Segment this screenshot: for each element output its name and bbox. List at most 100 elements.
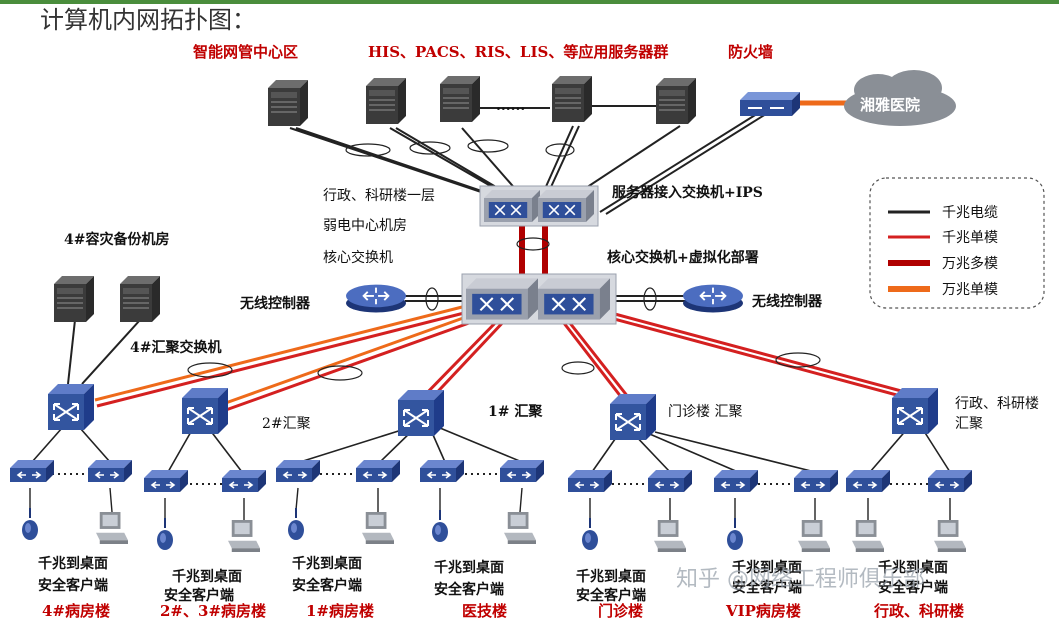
desk-label-line2: 安全客户端 — [164, 587, 234, 604]
server-links — [289, 105, 767, 215]
desk-label-line1: 千兆到桌面 — [434, 559, 504, 576]
wireless-ap-icon — [727, 518, 743, 550]
top-accent-bar — [0, 0, 1059, 4]
desktop-pc-icon — [362, 512, 394, 544]
desk-label-line1: 千兆到桌面 — [576, 568, 646, 585]
desk-label-line2: 安全客户端 — [38, 577, 108, 594]
building-label: 1#病房楼 — [306, 602, 374, 620]
wireless-controller-left-label: 无线控制器 — [239, 295, 311, 312]
endpoint-links — [29, 487, 951, 520]
access-switch — [500, 460, 544, 483]
wireless-ap-icon — [22, 508, 38, 540]
wireless-ap-icon — [157, 518, 173, 550]
access-dots — [52, 473, 928, 485]
core-switch-label: 核心交换机+虚拟化部署 — [607, 249, 759, 266]
app-server-1 — [440, 76, 480, 122]
building-label: 2#、3#病房楼 — [160, 602, 266, 620]
access-switch — [10, 460, 54, 483]
core-building-line3: 核心交换机 — [323, 249, 393, 266]
access-switch — [222, 470, 266, 493]
access-switch — [846, 470, 890, 493]
backup-server-1 — [54, 276, 94, 322]
desk-label-line1: 千兆到桌面 — [38, 555, 108, 572]
desk-label-line1: 千兆到桌面 — [292, 555, 362, 572]
access-switch — [648, 470, 692, 493]
wireless-ap-icon — [288, 508, 304, 540]
agg2-label: 2#汇聚 — [262, 416, 311, 432]
desk-label-line2: 安全客户端 — [576, 587, 646, 604]
desk-label-line1: 千兆到桌面 — [172, 568, 242, 585]
wireless-controller-right-label: 无线控制器 — [751, 293, 823, 310]
firewall-icon — [740, 92, 800, 116]
app-server-2 — [552, 76, 592, 122]
server-switch-label: 服务器接入交换机+IPS — [612, 184, 763, 201]
core-wlc-links — [405, 295, 685, 302]
firewall-label: 防火墙 — [728, 43, 773, 61]
management-server-1 — [268, 80, 308, 126]
agg-outpatient-label: 门诊楼 汇聚 — [668, 404, 742, 420]
legend-item-label: 千兆单模 — [942, 230, 998, 246]
agg1-switch-icon — [398, 390, 444, 436]
desk-label-line2: 安全客户端 — [292, 577, 362, 594]
legend: 千兆电缆 千兆单模 万兆多模 万兆单模 — [869, 177, 1045, 309]
management-zone-label: 智能网管中心区 — [193, 43, 298, 61]
building-label: 行政、科研楼 — [873, 602, 964, 620]
building-label: 门诊楼 — [598, 602, 643, 620]
legend-item-label: 千兆电缆 — [942, 205, 998, 221]
core-building-line2: 弱电中心机房 — [323, 218, 407, 234]
backup-room-label: 4#容灾备份机房 — [64, 231, 169, 248]
agg-admin-label-line1: 行政、科研楼 — [955, 396, 1039, 412]
desktop-pc-icon — [504, 512, 536, 544]
desktop-pc-icon — [228, 520, 260, 552]
server-group-label: HIS、PACS、RIS、LIS、等应用服务器群 — [368, 43, 668, 61]
app-server-3 — [656, 78, 696, 124]
access-switch — [420, 460, 464, 483]
desk-label-line2: 安全客户端 — [732, 579, 802, 596]
cloud-label: 湘雅医院 — [860, 96, 920, 114]
core-switch-icon — [461, 273, 617, 325]
access-switch — [568, 470, 612, 493]
building-label: 医技楼 — [462, 602, 507, 620]
wireless-ap-icon — [582, 518, 598, 550]
access-switch — [928, 470, 972, 493]
server-dots: ...... — [496, 98, 525, 114]
core-building-line1: 行政、科研楼一层 — [323, 188, 435, 204]
desk-label-line1: 千兆到桌面 — [878, 559, 948, 576]
legend-item-label: 万兆多模 — [942, 255, 998, 272]
page-title: 计算机内网拓扑图： — [40, 6, 256, 34]
agg-admin-label-line2: 汇聚 — [955, 416, 983, 432]
desk-labels: 千兆到桌面 安全客户端 千兆到桌面 安全客户端 千兆到桌面 安全客户端 千兆到桌… — [38, 555, 948, 604]
desktop-pc-icon — [852, 520, 884, 552]
desk-label-line1: 千兆到桌面 — [732, 559, 802, 576]
wireless-ap-icon — [432, 510, 448, 542]
cloud-icon — [844, 70, 956, 126]
management-server-2 — [366, 78, 406, 124]
agg4-switch-icon — [48, 384, 94, 430]
building-labels: 4#病房楼 2#、3#病房楼 1#病房楼 医技楼 门诊楼 VIP病房楼 行政、科… — [42, 602, 964, 620]
agg-outpatient-switch-icon — [610, 394, 656, 440]
desktop-pc-icon — [96, 512, 128, 544]
building-label: VIP病房楼 — [725, 602, 801, 620]
desk-label-line2: 安全客户端 — [878, 579, 948, 596]
building-label: 4#病房楼 — [42, 602, 110, 620]
backup-server-2 — [120, 276, 160, 322]
desk-label-line2: 安全客户端 — [434, 581, 504, 598]
server-access-switch-icon — [479, 185, 599, 227]
wireless-controller-right-icon — [682, 283, 744, 314]
wireless-controller-left-icon — [345, 283, 407, 314]
server-core-link — [516, 222, 550, 282]
access-switch — [714, 470, 758, 493]
watermark: 知乎 @网络工程师俱乐部 — [676, 567, 925, 592]
agg4-label: 4#汇聚交换机 — [130, 339, 221, 356]
legend-item-label: 万兆单模 — [942, 282, 998, 298]
access-switch — [88, 460, 132, 483]
desktop-pc-icon — [798, 520, 830, 552]
agg2-switch-icon — [182, 388, 228, 434]
desktop-pc-icon — [934, 520, 966, 552]
access-switch — [144, 470, 188, 493]
access-switch — [276, 460, 320, 483]
agg-admin-switch-icon — [892, 388, 938, 434]
agg1-label: 1# 汇聚 — [488, 404, 543, 420]
